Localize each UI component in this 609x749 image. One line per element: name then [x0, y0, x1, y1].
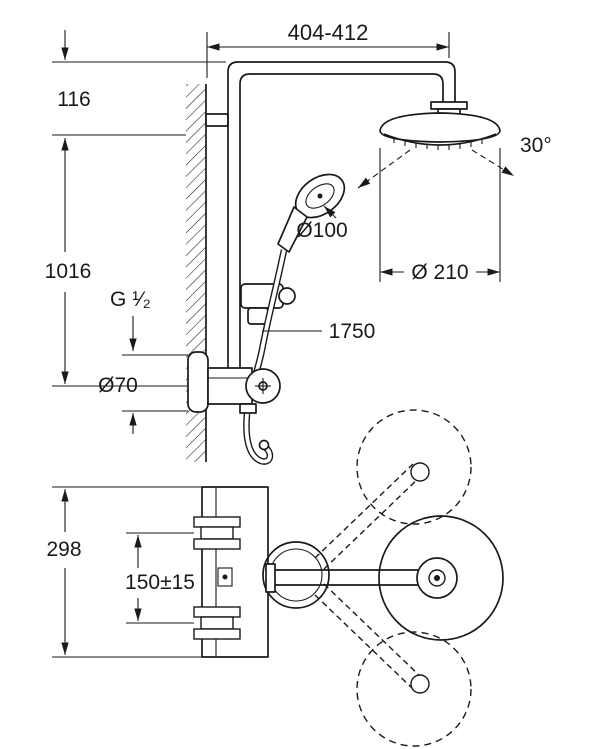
- dim-thread-size: G ¹⁄₂: [110, 288, 151, 311]
- dimension-hand-diameter: Ø100: [296, 205, 348, 242]
- dimension-height: 1016: [45, 138, 188, 387]
- dim-head-diameter: Ø 210: [411, 261, 468, 284]
- hand-shower-face: [305, 183, 335, 209]
- swivel-position-up: [356, 409, 472, 525]
- swivel-joint-down: [410, 674, 430, 694]
- shower-arm-plan: [275, 569, 418, 586]
- supply-fitting-bottom: [193, 606, 241, 640]
- tilt-arrow-right: [471, 149, 515, 177]
- hand-shower-center: [317, 193, 323, 199]
- head-shower-face: [383, 133, 497, 146]
- rail-wall-bracket: [205, 113, 229, 127]
- dim-hose-length: 1750: [329, 320, 376, 343]
- swivel-range: [314, 409, 472, 747]
- head-shower: [379, 112, 501, 150]
- tilt-annotation: 30°: [357, 134, 552, 189]
- dim-height: 1016: [45, 260, 92, 283]
- shower-pipe: [227, 61, 456, 368]
- swivel-position-down: [356, 631, 472, 747]
- dimension-connection-spacing: 150±15: [125, 532, 195, 624]
- slider-knob: [278, 287, 296, 305]
- dimension-top-width: 404-412: [206, 20, 450, 78]
- dim-escutcheon-diameter: Ø70: [98, 374, 138, 397]
- dimension-head-diameter: Ø 210: [379, 148, 501, 284]
- head-shower-nozzles: [393, 138, 483, 150]
- dim-tilt-angle: 30°: [520, 134, 552, 157]
- hose-outlet: [239, 403, 257, 414]
- escutcheon: [187, 351, 209, 413]
- plate-center-dot: [222, 574, 228, 580]
- hand-shower-handle: [277, 206, 308, 253]
- dim-connection-spacing: 150±15: [125, 571, 195, 594]
- hose-loop: [243, 413, 274, 465]
- supply-fitting-top: [193, 516, 241, 550]
- head-shower-plan: [378, 515, 504, 641]
- mixer-valve: [187, 351, 281, 414]
- dim-hand-diameter: Ø100: [296, 219, 347, 242]
- dim-width-range: 404-412: [288, 20, 369, 45]
- label-hose-length: 1750: [262, 320, 375, 343]
- arm-flange: [265, 563, 276, 593]
- dim-top-offset: 116: [57, 88, 90, 111]
- dimension-plan-height: 298: [46, 486, 202, 658]
- label-thread-size: G ¹⁄₂: [110, 288, 151, 351]
- mixer-plan: [262, 541, 330, 609]
- hose-connector: [258, 439, 270, 451]
- tilt-arrow-left: [357, 149, 411, 189]
- head-shower-body: [379, 112, 501, 143]
- dim-plan-height: 298: [46, 538, 81, 561]
- plan-view: [193, 409, 504, 747]
- swivel-joint-up: [410, 462, 430, 482]
- dimension-escutcheon-diameter: Ø70: [98, 354, 188, 434]
- plate-center-mark: [217, 567, 233, 587]
- dimension-top-offset: 116: [52, 30, 226, 136]
